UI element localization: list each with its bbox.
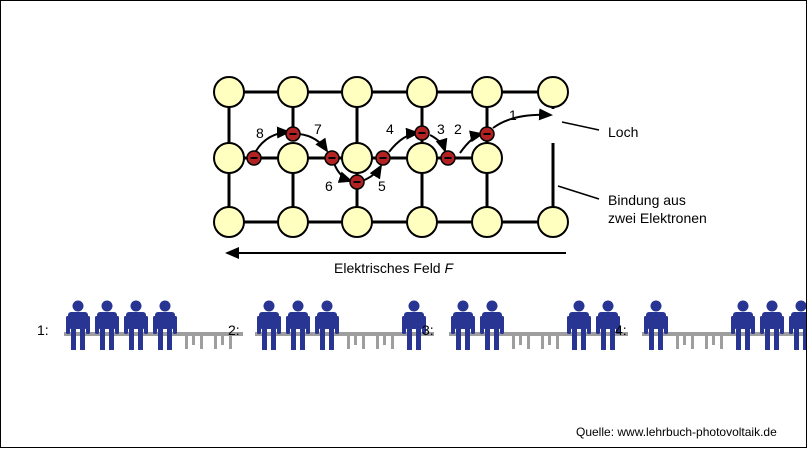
atom (537, 76, 569, 108)
person-icon (66, 300, 90, 350)
atom (341, 76, 373, 108)
atom (213, 206, 245, 238)
bench (255, 332, 434, 336)
empty-chair-icon (512, 335, 530, 349)
electron (285, 126, 301, 142)
person-icon (480, 300, 504, 350)
bench (642, 332, 807, 336)
atom (213, 76, 245, 108)
atom (277, 142, 309, 174)
person-icon (153, 300, 177, 350)
bench (64, 332, 243, 336)
hop-step-number: 5 (378, 178, 386, 194)
seating-row: 2: (228, 300, 434, 350)
person-icon (644, 300, 668, 350)
hop-step-number: 4 (386, 121, 394, 137)
electric-field-label: Elektrisches Feld F (334, 260, 454, 276)
person-icon (315, 300, 339, 350)
person-icon (402, 300, 426, 350)
electron (375, 150, 391, 166)
hole-label: Loch (608, 124, 638, 140)
seating-row-label: 4: (615, 322, 627, 338)
empty-chair-icon (541, 335, 559, 349)
electron (349, 174, 365, 190)
empty-chair-icon (705, 335, 723, 349)
atom (471, 142, 503, 174)
hop-step-number: 6 (325, 178, 333, 194)
atom (406, 76, 438, 108)
empty-chair-icon (376, 335, 394, 349)
hop-step-number: 1 (509, 107, 517, 123)
hop-arrow-3 (429, 134, 448, 153)
person-icon (257, 300, 281, 350)
seating-row: 3: (422, 300, 628, 350)
atom (277, 206, 309, 238)
hop-arrow-7 (298, 133, 329, 153)
atom (213, 142, 245, 174)
seating-analogy: 1: 2: 3: 4: (37, 300, 807, 350)
hop-arrow-6 (333, 162, 353, 183)
bond-label-line-2: zwei Elektronen (608, 210, 707, 226)
person-icon (789, 300, 807, 350)
electron (440, 150, 456, 166)
seating-row-label: 3: (422, 322, 434, 338)
atom (406, 142, 438, 174)
bond-label-line-1: Bindung aus (608, 192, 686, 208)
atom (277, 76, 309, 108)
person-icon (95, 300, 119, 350)
atom (537, 206, 569, 238)
electrons (246, 125, 495, 190)
hop-step-number: 2 (454, 121, 462, 137)
electron (414, 125, 430, 141)
person-icon (451, 300, 475, 350)
hop-step-number: 7 (314, 121, 322, 137)
electron (324, 150, 340, 166)
electron (479, 126, 495, 142)
atom (341, 142, 373, 174)
bond-pointer-line (557, 185, 600, 200)
electron (246, 150, 262, 166)
hop-step-number: 3 (437, 121, 445, 137)
person-icon (124, 300, 148, 350)
person-icon (567, 300, 591, 350)
person-icon (731, 300, 755, 350)
bench (449, 332, 628, 336)
person-icon (760, 300, 784, 350)
seating-row: 4: (615, 300, 807, 350)
empty-chair-icon (185, 335, 203, 349)
person-icon (286, 300, 310, 350)
atom (471, 76, 503, 108)
seating-row-label: 2: (228, 322, 240, 338)
empty-chair-icon (214, 335, 232, 349)
empty-chair-icon (676, 335, 694, 349)
lattice-atoms (213, 76, 569, 238)
atom (341, 206, 373, 238)
atom (406, 206, 438, 238)
seating-row: 1: (37, 300, 243, 350)
seating-row-label: 1: (37, 322, 49, 338)
person-icon (596, 300, 620, 350)
atom (471, 206, 503, 238)
hole-pointer-line (561, 121, 600, 131)
empty-chair-icon (347, 335, 365, 349)
hop-arrow-1 (492, 108, 553, 129)
source-credit: Quelle: www.lehrbuch-photovoltaik.de (576, 425, 777, 439)
hop-step-number: 8 (256, 125, 264, 141)
